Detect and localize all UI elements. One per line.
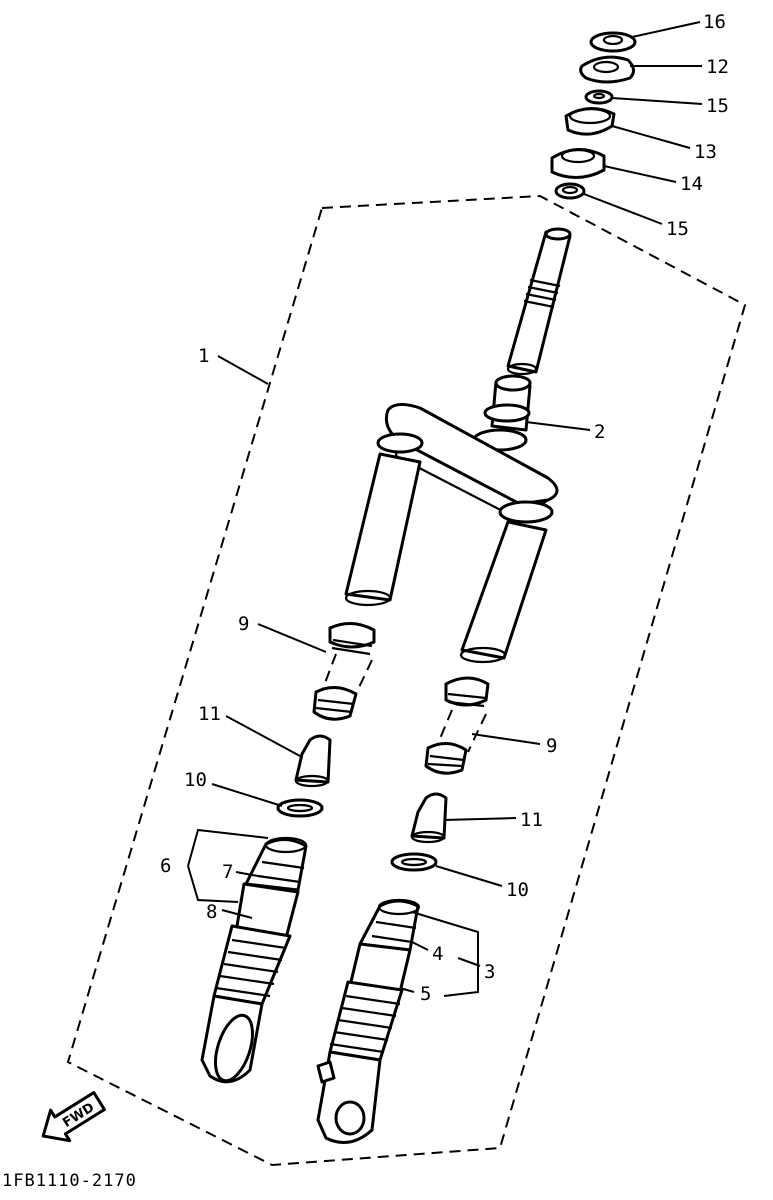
part-15-ball-race-bottom	[554, 182, 586, 200]
part-11-damper-right	[410, 792, 448, 844]
callout-3: 3	[484, 961, 495, 983]
part-10-oring-right	[390, 852, 438, 872]
leader-lines	[187, 21, 703, 997]
callout-9-left: 9	[238, 613, 249, 635]
callout-9-right: 9	[546, 735, 557, 757]
steering-stem-tube	[506, 227, 572, 376]
fwd-arrow-icon: FWD	[41, 1091, 106, 1143]
callout-5: 5	[420, 983, 431, 1005]
part-15-ball-race-top	[584, 89, 614, 105]
under-bracket	[376, 403, 559, 524]
callout-7: 7	[222, 861, 233, 883]
fork-lower-leg-right	[316, 898, 421, 1144]
callout-10-right: 10	[506, 879, 529, 901]
callout-15-top: 15	[706, 95, 729, 117]
part-11-damper-left	[294, 734, 332, 788]
callout-8: 8	[206, 901, 217, 923]
callout-1: 1	[198, 345, 209, 367]
callout-16: 16	[703, 11, 726, 33]
callout-6: 6	[160, 855, 171, 877]
part-10-oring-left	[276, 798, 324, 818]
callout-4: 4	[432, 943, 443, 965]
callout-11-right: 11	[520, 809, 543, 831]
callout-15-bottom: 15	[666, 218, 689, 240]
callout-11-left: 11	[198, 703, 221, 725]
part-12-ring-nut	[579, 55, 635, 84]
callout-13: 13	[694, 141, 717, 163]
callout-14: 14	[680, 173, 703, 195]
part-14-dust-cover	[550, 148, 606, 179]
part-16-cap-nut	[589, 31, 637, 53]
part-9-spring-right	[424, 676, 490, 775]
part-13-bearing-race	[564, 107, 616, 136]
fork-tube-left	[344, 452, 422, 607]
callout-2: 2	[594, 421, 605, 443]
callout-12: 12	[706, 56, 729, 78]
fork-tube-right	[459, 520, 548, 664]
part-9-spring-left	[312, 622, 376, 721]
assembly-boundary-dashed	[66, 194, 747, 1167]
callout-10-left: 10	[184, 769, 207, 791]
part-2-steering-stem	[472, 374, 532, 452]
catalog-code: 1FB1110-2170	[2, 1171, 137, 1191]
fork-lower-leg-left	[200, 836, 308, 1084]
